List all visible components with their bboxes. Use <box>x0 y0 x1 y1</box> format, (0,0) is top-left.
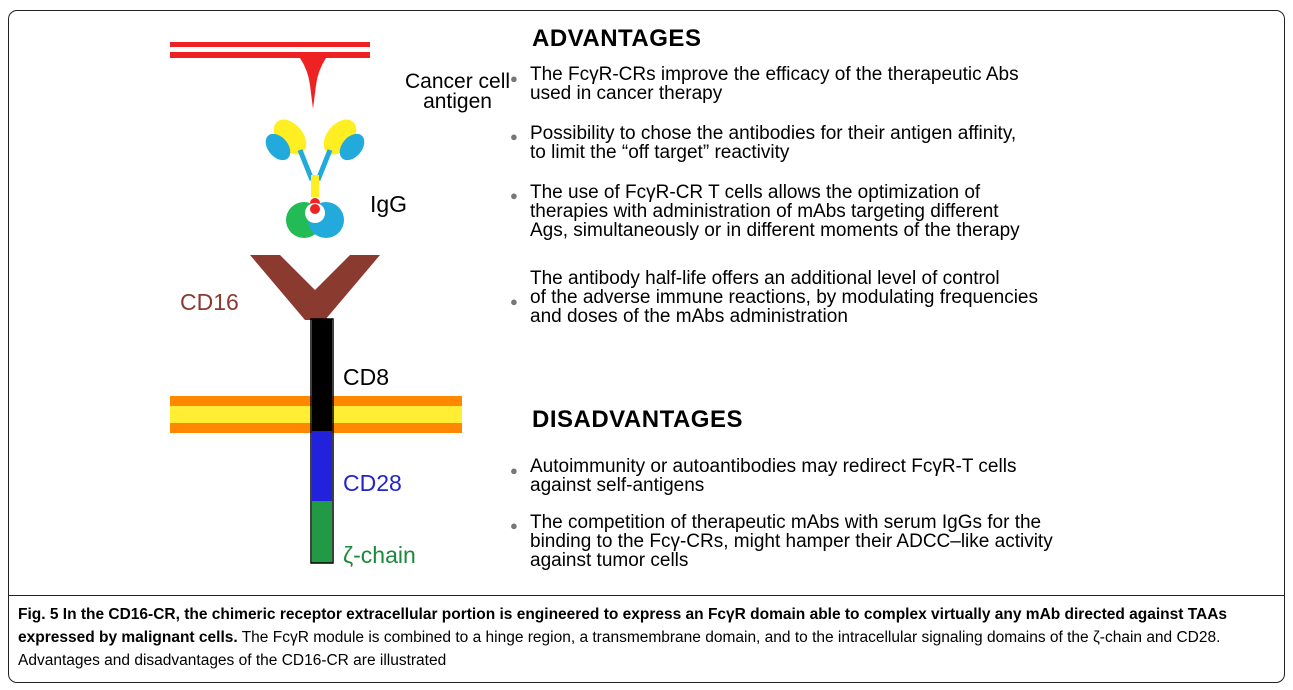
bullet-icon: ● <box>510 294 518 309</box>
caption-bold: Fig. 5 In the CD16-CR, the chimeric rece… <box>18 606 1228 646</box>
caption-divider <box>8 595 1285 596</box>
cd16-label: CD16 <box>180 289 239 315</box>
bullet-icon: ● <box>510 188 518 203</box>
caption-text: The FcγR module is combined to a hinge r… <box>18 629 1221 669</box>
cd16-domain-shape <box>250 255 380 320</box>
bullet-icon: ● <box>510 463 518 478</box>
figure-frame <box>8 10 1285 683</box>
antigen-label: Cancer cell antigen <box>405 70 511 113</box>
cancer-antigen-shape <box>300 58 326 109</box>
bullet-icon: ● <box>510 129 518 144</box>
figure-caption: Fig. 5 In the CD16-CR, the chimeric rece… <box>8 595 1285 672</box>
cd28-label: CD28 <box>343 470 402 496</box>
igg-label: IgG <box>370 191 408 217</box>
cancer-cell-membrane <box>170 42 370 58</box>
bullet-icon: ● <box>510 71 518 86</box>
zeta-chain-bar <box>312 501 332 563</box>
bullet-icon: ● <box>510 518 518 533</box>
advantages-heading: ADVANTAGES <box>532 25 702 52</box>
receptor-svg <box>170 42 462 564</box>
cd8-label: CD8 <box>343 364 390 390</box>
igg-antibody-shape <box>265 119 365 238</box>
disadvantages-heading: DISADVANTAGES <box>532 406 743 433</box>
receptor-diagram: Cancer cell antigen IgG CD16 CD8 CD28 ζ-… <box>160 25 580 585</box>
cd28-domain-bar <box>312 431 332 501</box>
t-cell-membrane <box>170 396 462 433</box>
zeta-chain-label: ζ-chain <box>343 542 416 568</box>
